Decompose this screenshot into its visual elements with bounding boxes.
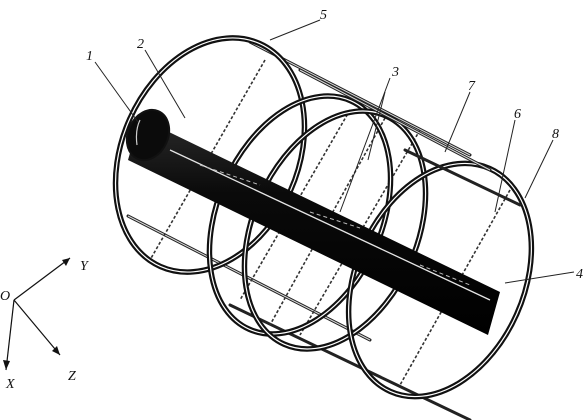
axis-y-line — [13, 257, 71, 301]
axis-x-line — [5, 299, 15, 371]
axis-origin-label: O — [0, 289, 10, 304]
axis-z-label: Z — [68, 369, 76, 384]
axis-x-label: X — [5, 377, 15, 392]
coordinate-axes: O Y X Z — [0, 257, 90, 392]
label-5: 5 — [320, 8, 327, 23]
label-1: 1 — [86, 49, 93, 64]
label-6: 6 — [514, 107, 521, 122]
central-cylinder — [125, 108, 500, 335]
label-2: 2 — [137, 37, 144, 52]
axis-y-label: Y — [80, 259, 90, 274]
label-7: 7 — [468, 79, 476, 94]
leader-lines — [94, 19, 575, 284]
label-8: 8 — [552, 127, 559, 142]
cylinder-end-cap — [125, 108, 171, 162]
cylinder-body — [128, 118, 500, 335]
wire-ring4 — [299, 129, 421, 336]
support-rod-right — [403, 148, 522, 207]
wire-ring2 — [239, 109, 351, 301]
cylinder-highlight — [169, 149, 491, 301]
wire-ring3 — [269, 117, 386, 326]
axis-z-line — [13, 299, 61, 356]
part-labels: 1 2 3 4 5 6 7 8 — [86, 8, 583, 282]
support-rods-front — [298, 68, 522, 207]
label-4: 4 — [576, 267, 583, 282]
label-3: 3 — [391, 65, 399, 80]
